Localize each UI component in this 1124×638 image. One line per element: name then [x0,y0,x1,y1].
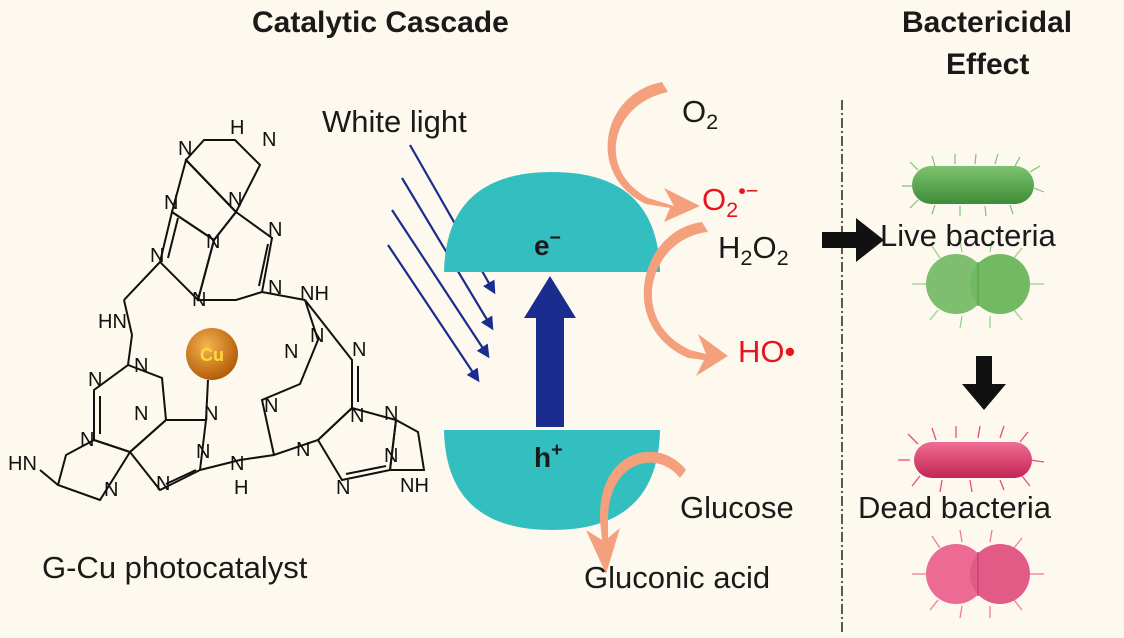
white-light-label: White light [322,104,467,139]
atom-n-6: N [150,245,164,267]
hydroxyl-label: HO• [738,334,796,369]
atom-n-20: N [264,395,278,417]
atom-h-bridge: H [234,477,248,499]
ring-br-a [260,299,353,457]
live-cocci-cilia [912,239,1044,329]
dead-coccus-left [926,544,986,604]
atom-n-19: N [352,339,366,361]
live-rod-cilia [902,153,1045,217]
atom-n-8: N [192,289,206,311]
excitation-arrow-head [524,276,576,318]
o2-label: O2 [682,94,719,134]
ring-bl-b [128,419,208,492]
atom-labels: H N N N N N N N N N NH HN N N N N N N N … [8,117,429,501]
ring-top-c [196,210,274,301]
live-coccus-right [970,254,1030,314]
atom-n-16: N [104,479,118,501]
atom-n-top-five: N [262,129,276,151]
dead-rod-bacterium [914,442,1032,478]
atom-n-22: N [296,439,310,461]
atom-n-17: N [310,325,324,347]
ring-top-five [184,139,262,214]
gluconic-acid-label: Gluconic acid [584,560,771,595]
atom-n-bridge: N [230,453,244,475]
atom-n-4: N [268,219,282,241]
gcu-photocatalyst-label: G-Cu photocatalyst [42,550,308,585]
atom-n-7: N [268,277,282,299]
h2o2-label: H2O2 [718,230,789,270]
conduction-band [444,172,660,272]
heading-catalytic-cascade: Catalytic Cascade [252,6,509,39]
atom-n-18: N [284,341,298,363]
superoxide-label: O2•− [702,178,759,222]
arrow-h2o2-to-hydroxyl [643,222,728,376]
atom-n-14: N [196,441,210,463]
atom-hn-bottom: HN [8,453,37,475]
ring-top-a [170,158,238,242]
excitation-arrow-shaft [536,315,564,427]
atom-n-3: N [164,192,178,214]
atom-n-10: N [88,369,102,391]
atom-nh-right: NH [300,283,329,305]
atom-n-21: N [350,405,364,427]
arrow-to-live [822,218,884,262]
atom-n-25: N [384,445,398,467]
hole-label: h+ [534,439,563,473]
dead-bacteria-group [898,425,1045,619]
heading-effect: Effect [946,48,1030,81]
ring-bl-five [56,438,132,502]
live-bacteria-label: Live bacteria [880,218,1056,253]
dead-rod-cilia [898,425,1045,493]
atom-h-top: H [230,117,244,139]
ring-bl-a [93,363,168,454]
live-rod-bacterium [912,166,1034,204]
heading-bactericidal: Bactericidal [902,6,1073,39]
ring-br-five [388,418,426,471]
dead-bacteria-label: Dead bacteria [858,490,1052,525]
arrow-o2-to-superoxide [607,82,700,222]
atom-n-13: N [204,403,218,425]
orange-arrows [586,82,728,574]
arrow-glucose-to-gluconic [586,451,686,574]
gcu-structure [39,139,426,502]
atom-n-15: N [156,473,170,495]
atom-n-12: N [80,429,94,451]
glucose-label: Glucose [680,490,794,525]
arrow-live-to-dead [962,356,1006,410]
dead-cocci-cilia [912,529,1044,619]
atom-nh-bottom: NH [400,475,429,497]
live-bacteria-group [902,153,1045,329]
atom-n-9: N [134,355,148,377]
electron-label: e− [534,227,562,261]
atom-n-2: N [228,189,242,211]
cu-sphere [186,328,238,380]
atom-n-1: N [178,138,192,160]
cu-label: Cu [200,345,224,365]
atom-hn-left: HN [98,311,127,333]
atom-n-11: N [134,403,148,425]
live-coccus-left [926,254,986,314]
atom-n-24: N [336,477,350,499]
dead-coccus-right [970,544,1030,604]
atom-n-23: N [384,403,398,425]
atom-n-5: N [206,231,220,253]
